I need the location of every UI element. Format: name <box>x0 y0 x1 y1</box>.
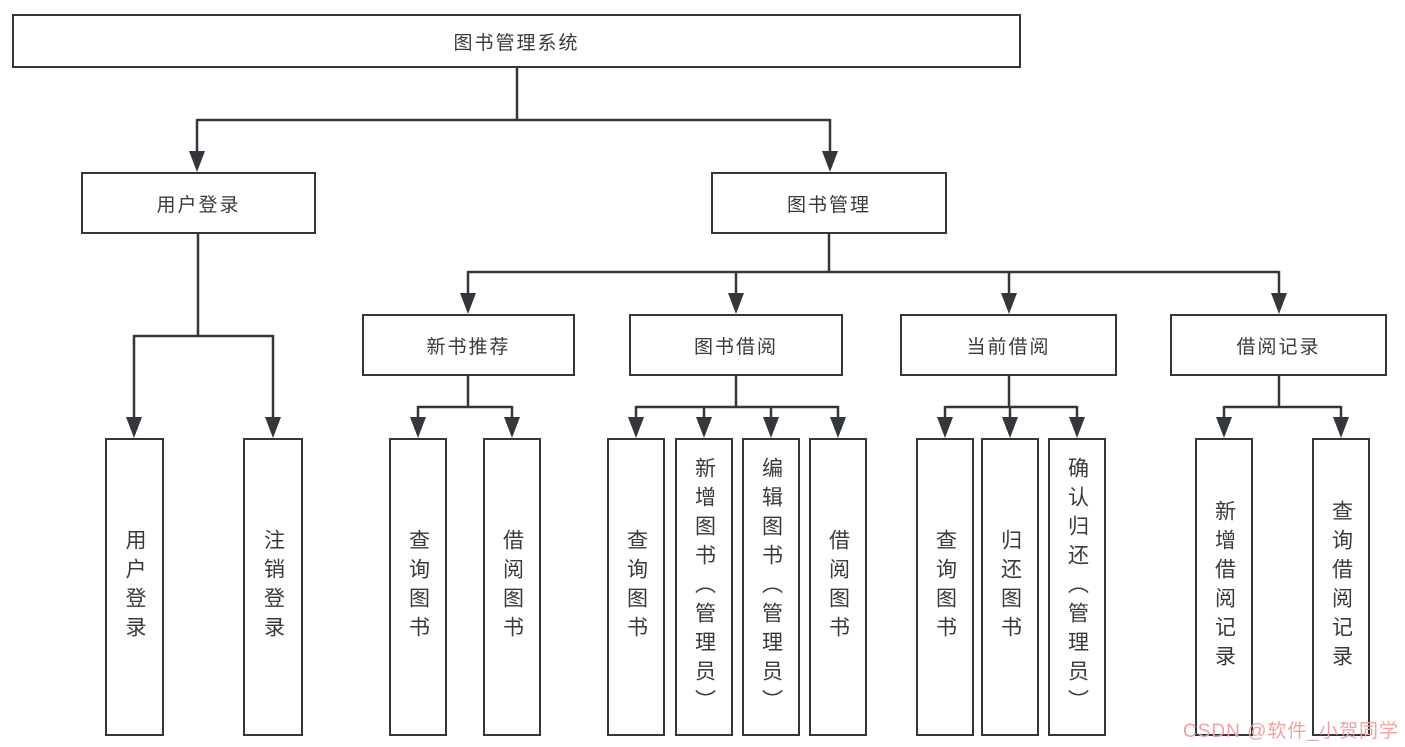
node-leaf-current-query-books-label: 查询图书 <box>933 529 957 645</box>
node-leaf-confirm-return-admin-label: 确认归还（管理员） <box>1065 456 1089 718</box>
node-leaf-confirm-return-admin: 确认归还（管理员） <box>1048 438 1106 736</box>
connector-records-to-leaves <box>1216 376 1349 438</box>
node-library-system: 图书管理系统 <box>12 14 1021 68</box>
csdn-watermark: CSDN @软件_小贺同学 <box>1183 721 1399 742</box>
node-borrow-records-label: 借阅记录 <box>1236 336 1321 358</box>
node-leaf-query-borrow-record-label: 查询借阅记录 <box>1329 500 1353 674</box>
node-leaf-user-login-label: 用户登录 <box>123 529 146 645</box>
node-book-management-label: 图书管理 <box>786 194 871 216</box>
node-leaf-add-books-admin: 新增图书（管理员） <box>675 438 733 736</box>
connector-current-to-leaves <box>937 376 1085 438</box>
node-leaf-edit-books-admin: 编辑图书（管理员） <box>742 438 800 736</box>
node-new-book-recommend-label: 新书推荐 <box>426 336 511 358</box>
connector-root-to-level2 <box>189 68 838 172</box>
node-leaf-recommend-query-books: 查询图书 <box>389 438 447 736</box>
node-leaf-add-books-admin-label: 新增图书（管理员） <box>692 456 716 718</box>
node-leaf-return-books-label: 归还图书 <box>998 529 1022 645</box>
connector-management-to-level3 <box>460 234 1287 314</box>
node-user-login-label: 用户登录 <box>156 194 241 216</box>
node-leaf-add-borrow-record: 新增借阅记录 <box>1195 438 1253 736</box>
node-current-borrow-label: 当前借阅 <box>966 336 1051 358</box>
node-leaf-recommend-query-books-label: 查询图书 <box>406 529 430 645</box>
node-book-management: 图书管理 <box>711 172 947 234</box>
node-leaf-borrow-query-books: 查询图书 <box>607 438 665 736</box>
node-new-book-recommend: 新书推荐 <box>362 314 575 376</box>
node-leaf-query-borrow-record: 查询借阅记录 <box>1312 438 1370 736</box>
node-leaf-edit-books-admin-label: 编辑图书（管理员） <box>759 456 783 718</box>
node-leaf-borrow-books: 借阅图书 <box>809 438 867 736</box>
node-leaf-logout-label: 注销登录 <box>261 529 285 645</box>
node-library-system-label: 图书管理系统 <box>453 32 580 54</box>
node-leaf-borrow-query-books-label: 查询图书 <box>624 529 648 645</box>
node-borrow-records: 借阅记录 <box>1170 314 1387 376</box>
connector-recommend-to-leaves <box>410 376 520 438</box>
connector-borrow-to-leaves <box>628 376 846 438</box>
node-book-borrow: 图书借阅 <box>629 314 843 376</box>
node-book-borrow-label: 图书借阅 <box>693 336 778 358</box>
node-leaf-return-books: 归还图书 <box>981 438 1039 736</box>
node-leaf-user-login: 用户登录 <box>105 438 164 736</box>
node-leaf-logout: 注销登录 <box>243 438 303 736</box>
node-leaf-recommend-borrow-books-label: 借阅图书 <box>500 529 524 645</box>
node-leaf-current-query-books: 查询图书 <box>916 438 974 736</box>
node-current-borrow: 当前借阅 <box>900 314 1117 376</box>
node-user-login: 用户登录 <box>81 172 316 234</box>
connector-login-to-leaves <box>126 234 281 438</box>
node-leaf-add-borrow-record-label: 新增借阅记录 <box>1212 500 1236 674</box>
node-leaf-recommend-borrow-books: 借阅图书 <box>483 438 541 736</box>
node-leaf-borrow-books-label: 借阅图书 <box>826 529 850 645</box>
